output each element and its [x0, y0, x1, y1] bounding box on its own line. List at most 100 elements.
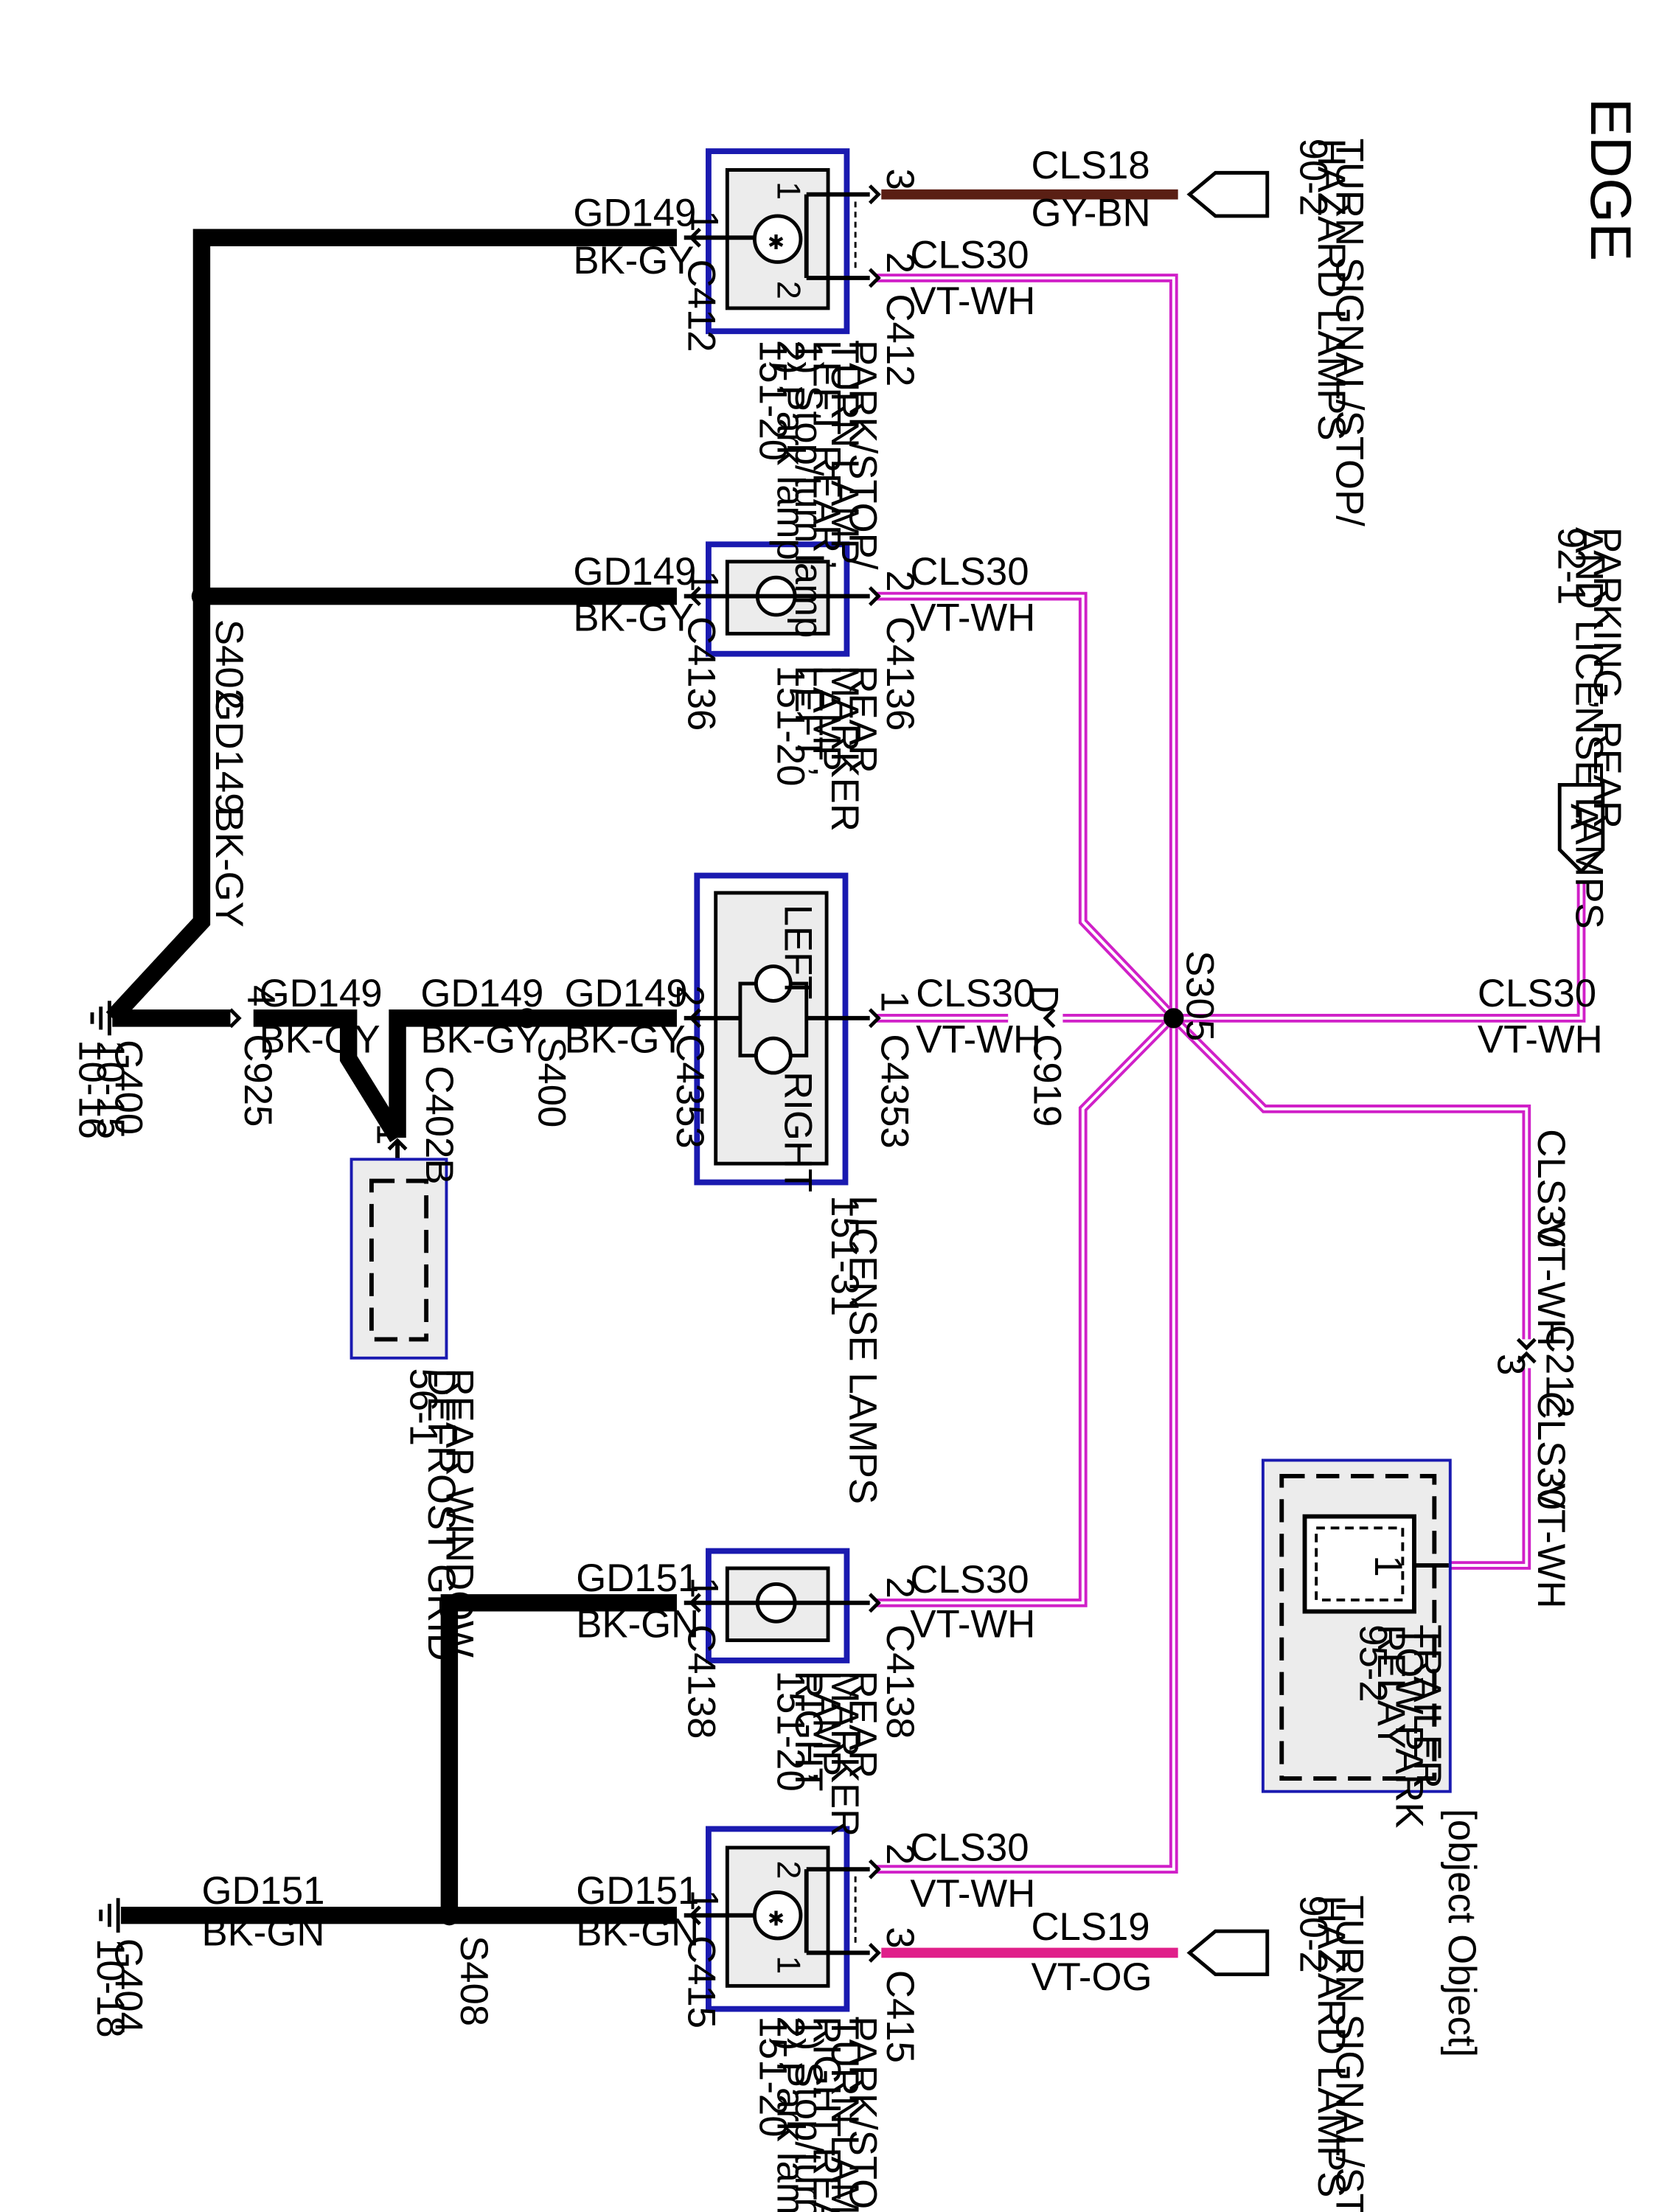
label-pin-2-a: 2 — [878, 252, 922, 274]
label-s402: S402 — [207, 619, 251, 710]
label-line: [object Object] — [1440, 1809, 1484, 2057]
label-line: RIGHT — [787, 1671, 830, 1792]
label-c212: C212 — [1538, 1325, 1582, 1418]
cls30-wires — [875, 274, 1586, 1874]
wire-label-gd149-5: GD149 — [260, 972, 383, 1015]
label-c4353-a: C4353 — [668, 1034, 712, 1148]
label-license: LICENSE LAMPS151-31 — [823, 1195, 884, 1504]
wire-gd151-marker-right — [440, 1594, 677, 1916]
wire-label-cls19: CLS19 — [1031, 1905, 1150, 1949]
label-line: RELAY — [1369, 1624, 1413, 1749]
wire-label-vtwh-v1: VT-WH — [1529, 1221, 1573, 1346]
label-pin-2-e: 2 — [878, 1843, 922, 1865]
label-line: 151-20 — [769, 1671, 813, 1792]
wire-cls30-right-rear — [875, 1016, 1178, 1874]
label-line: TURN LAMP, — [823, 340, 866, 570]
wire-label-vtog: VT-OG — [1031, 1955, 1152, 1999]
label-line: 151-20 — [751, 340, 794, 461]
label-line: G404 — [106, 1938, 150, 2034]
label-pin-1-b: 1 — [683, 570, 726, 591]
label-line: PARK/STOP/ — [841, 340, 884, 570]
label-pin-1-d: 1 — [683, 1577, 726, 1599]
label-c212-pin: 3 — [1489, 1354, 1532, 1375]
label-c919: C919 — [1025, 1034, 1068, 1127]
label-pin-3-a: 3 — [878, 169, 922, 190]
label-c925-pin: 4 — [239, 985, 282, 1006]
label-c4136-b: C4136 — [878, 616, 922, 731]
label-rr-pin2: 2 — [771, 1860, 808, 1879]
wire-label-cls30-5: CLS30 — [910, 1558, 1029, 1601]
offpage-tsh-top-icon — [1186, 170, 1270, 218]
label-c4136-a: C4136 — [680, 616, 723, 731]
label-s408: S408 — [452, 1935, 495, 2026]
wire-stripe-core — [875, 1016, 1175, 1871]
label-relay: TRAILERTOW PARKRELAY95-2 — [1352, 1624, 1449, 1828]
wire-label-gd149-v: GD149 — [207, 692, 251, 815]
label-line: REAR — [841, 1671, 884, 1778]
wire-stripe-core — [875, 276, 1175, 1017]
label-offpage-a: A — [1562, 804, 1606, 830]
svg-text:✱: ✱ — [768, 1907, 785, 1930]
label-lr-pin2: 2 — [771, 281, 808, 299]
label-c925: C925 — [236, 1034, 279, 1127]
label-marker-left: REARMARKERLAMP,LEFT151-20 — [769, 665, 885, 832]
label-pin-1-c: 1 — [872, 991, 916, 1012]
label-pin-1-a: 1 — [683, 210, 726, 232]
label-pin-1-e: 1 — [683, 1890, 726, 1911]
label-rr-pin1: 1 — [771, 1955, 808, 1974]
wire-label-gd149-2: GD149 — [573, 550, 696, 594]
label-g404: G40410-18 — [88, 1938, 150, 2038]
label-line: 151-31 — [823, 1195, 866, 1316]
component-license-lamps — [684, 872, 870, 1186]
wire-stripe-core — [1173, 881, 1583, 1020]
wire-label-cls18: CLS18 — [1031, 144, 1150, 187]
label-line: 2) Park lamp — [769, 2016, 813, 2212]
label-line: DEFROST GRID — [420, 1368, 463, 1660]
label-pin-2-d: 2 — [878, 1577, 922, 1599]
label-line: RIGHT REAR — [805, 2016, 849, 2212]
label-line: LEFT REAR — [805, 340, 849, 553]
label-line: 1) Stop/turn lamp — [787, 2016, 830, 2212]
page-title: EDGE — [1579, 98, 1644, 261]
label-line: LAMP, — [805, 665, 849, 776]
label-defrost: REAR WINDOWDEFROST GRID56-1 — [402, 1368, 481, 1660]
wire-label-gd151-3: GD151 — [201, 1869, 324, 1913]
splice-s400-dot — [517, 1008, 538, 1029]
label-left-rear: PARK/STOP/TURN LAMP,LEFT REAR1) Stop/tur… — [751, 340, 884, 638]
wire-label-gd149-4: GD149 — [420, 972, 543, 1015]
wire-label-bkgn-3: BK-GN — [201, 1911, 324, 1955]
label-c402b: C402B — [417, 1065, 461, 1184]
label-s305: S305 — [1178, 950, 1221, 1041]
label-line: 10-15 — [88, 1040, 132, 1139]
label-c4353-b: C4353 — [872, 1034, 916, 1148]
component-defrost-grid — [349, 1158, 448, 1360]
wire-label-gd149-1: GD149 — [573, 192, 696, 235]
offpage-tsh-bottom-icon — [1186, 1929, 1270, 1977]
label-line: 151-20 — [751, 2016, 794, 2137]
component-marker-right — [684, 1548, 870, 1663]
label-g400: G40010-1510-16 — [70, 1040, 150, 1139]
label-line: HAZARD LAMPS — [1310, 1895, 1353, 2197]
component-marker-left — [684, 541, 870, 657]
label-line: AND LICENSE LAMPS — [1568, 527, 1611, 929]
label-c4138-a: C4138 — [680, 1624, 723, 1739]
label-line: G400 — [106, 1040, 150, 1135]
offpage-a-icon — [1557, 783, 1605, 874]
wire-label-cls30-4: CLS30 — [1478, 972, 1596, 1015]
label-tsh-bottom: TURN SIGNAL/STOP/HAZARD LAMPS90-2 — [1292, 1895, 1371, 2212]
splice-s305-dot — [1164, 1008, 1184, 1029]
label-line: MARKER — [823, 1671, 866, 1837]
svg-text:✱: ✱ — [768, 231, 785, 254]
wire-label-cls30-v1: CLS30 — [1529, 1129, 1573, 1248]
wire-label-cls30-v2: CLS30 — [1529, 1391, 1573, 1510]
label-s400: S400 — [529, 1037, 573, 1127]
label-line: TURN SIGNAL/STOP/ — [1328, 139, 1371, 527]
label-line: 2) Park lamp — [769, 340, 813, 560]
label-line: 95-2 — [1352, 1624, 1395, 1703]
label-line: 10-18 — [88, 1938, 132, 2038]
label-relay-pin: 1 — [1366, 1555, 1410, 1576]
wire-label-bkgy-1: BK-GY — [573, 239, 694, 282]
wire-label-bkgn-2: BK-GN — [576, 1911, 699, 1955]
wire-label-vtwh-5: VT-WH — [910, 1603, 1035, 1646]
